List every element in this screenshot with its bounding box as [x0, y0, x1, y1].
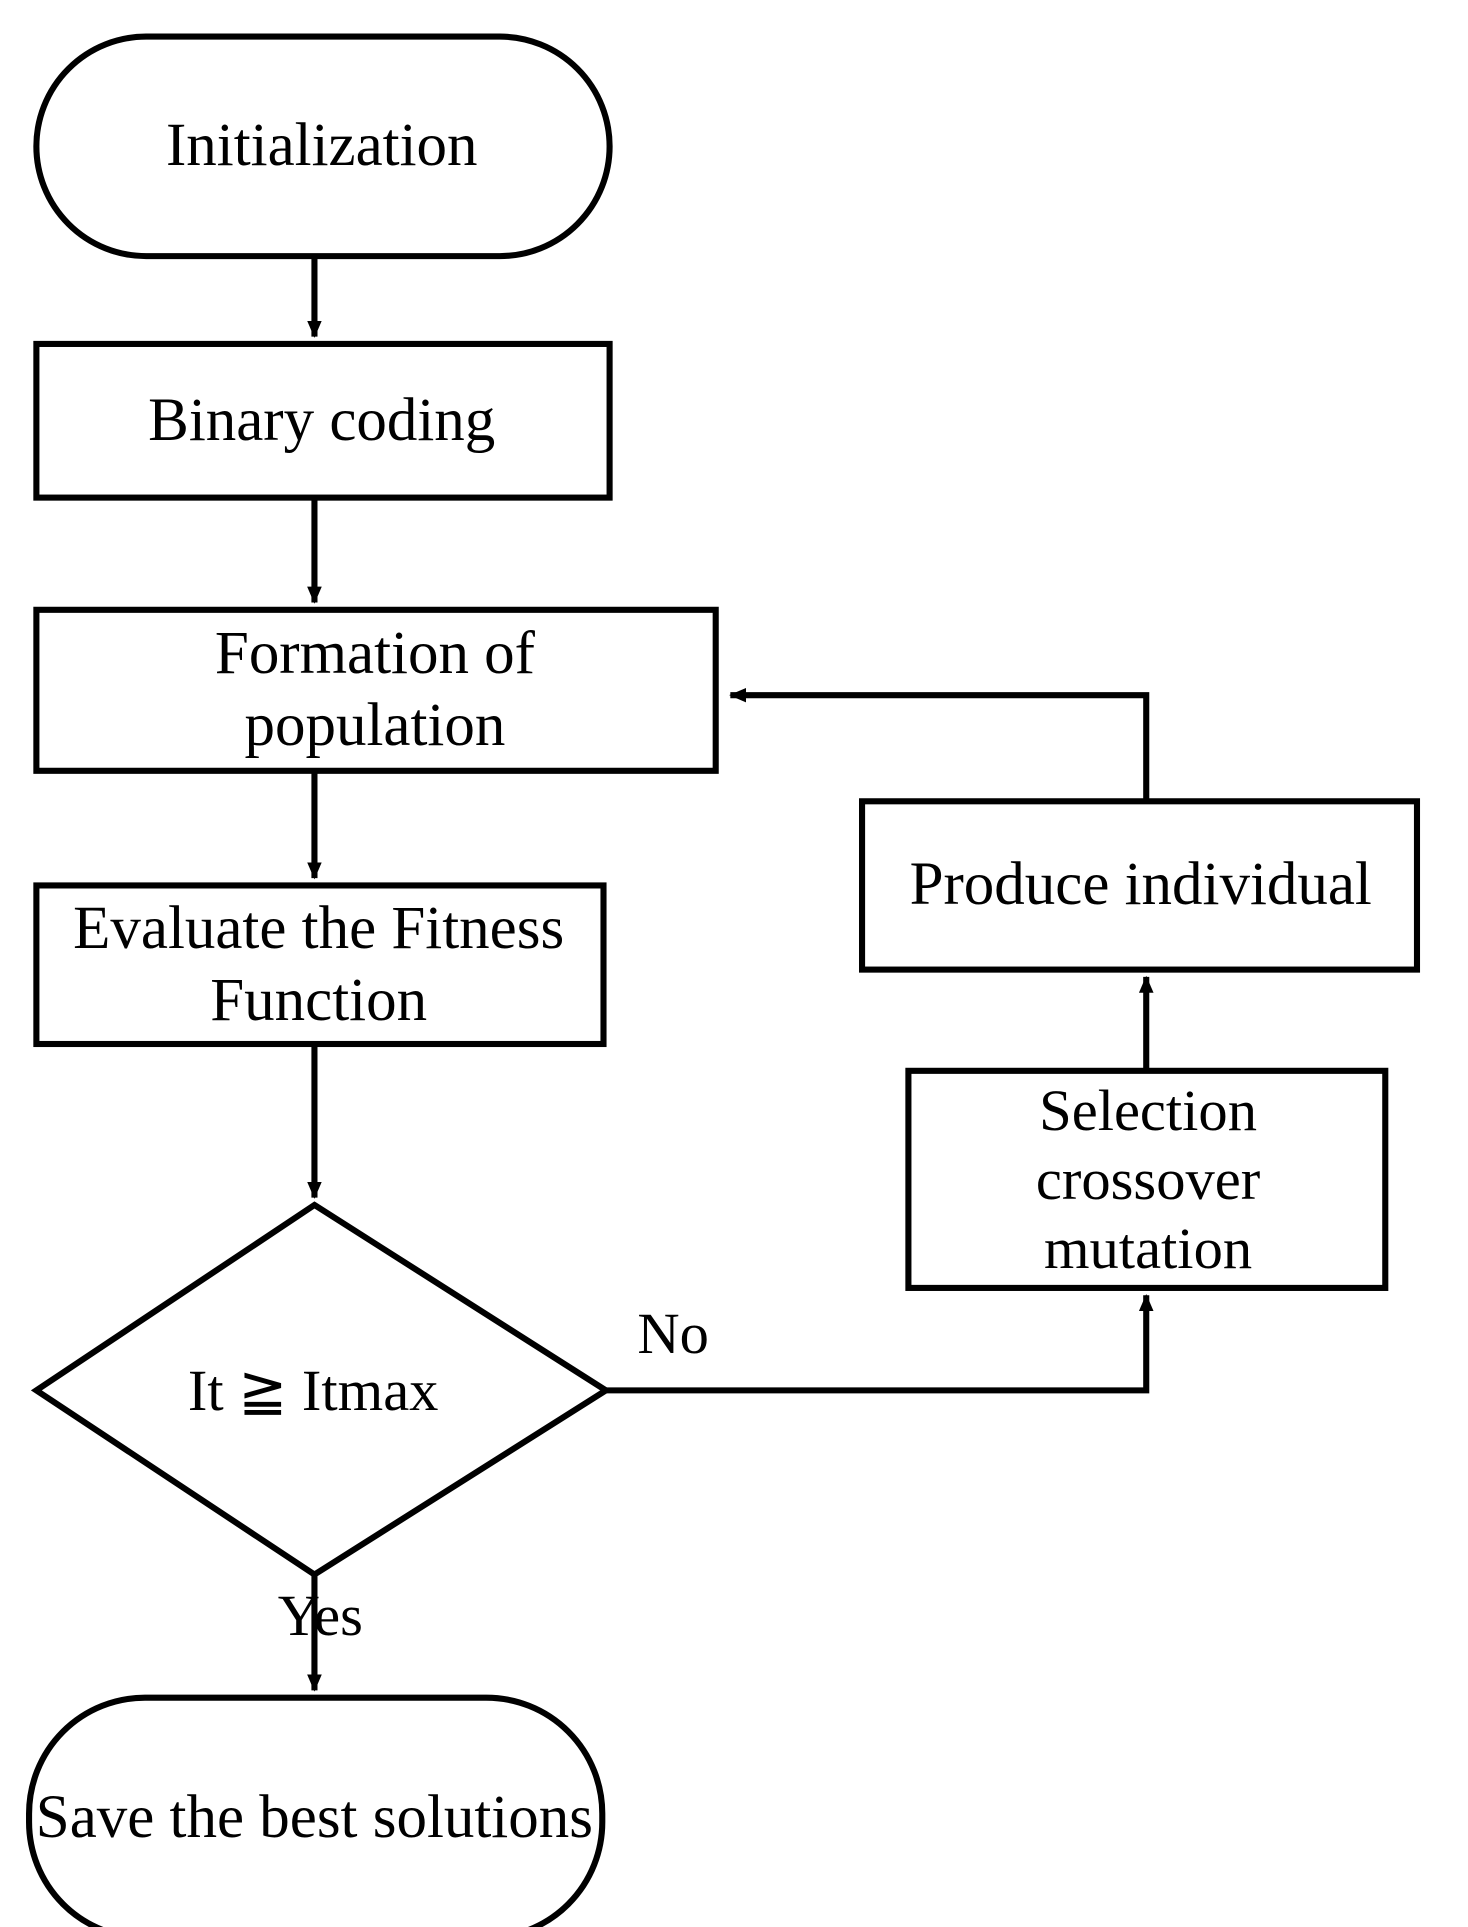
edge-label-yes: Yes: [277, 1582, 363, 1648]
node-shape-binary-coding: [33, 340, 613, 501]
edge-produce-to-formation-feedback: [729, 687, 1150, 802]
node-shape-decision: [30, 1201, 612, 1579]
node-shape-formation: [33, 606, 719, 774]
node-shape-selection: [905, 1067, 1389, 1291]
node-shape-produce: [859, 798, 1421, 973]
node-shape-save: [26, 1694, 606, 1927]
node-shape-evaluate: [33, 882, 607, 1048]
edge-decision-to-selection-no: [605, 1294, 1154, 1394]
node-shape-initialization: [33, 33, 613, 260]
edge-label-no: No: [637, 1300, 709, 1366]
